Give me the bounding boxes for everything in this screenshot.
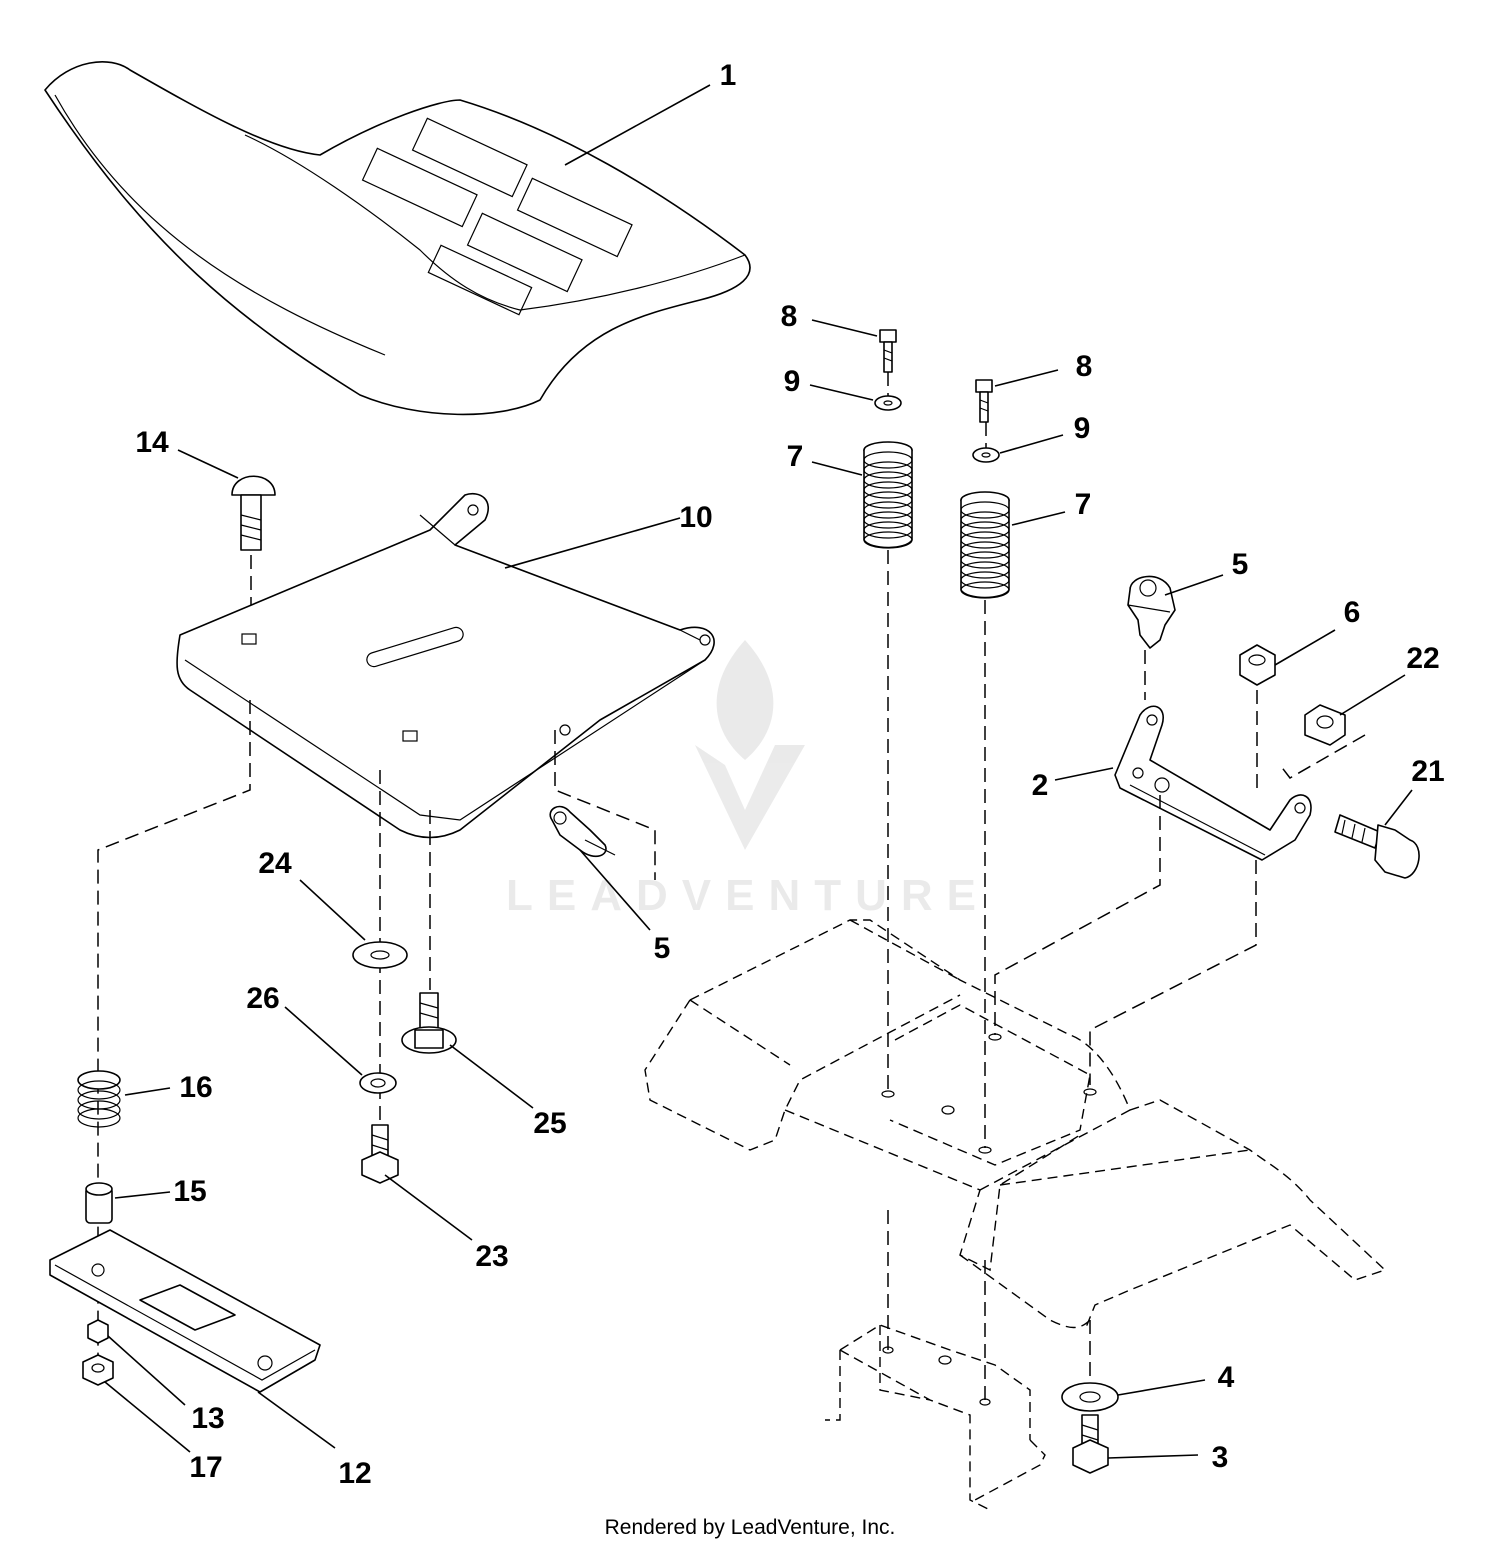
- shoulder-bolt-part-21: [1334, 789, 1420, 879]
- washer-part-9-left: [809, 372, 902, 411]
- callout-26: 26: [246, 982, 279, 1015]
- clip-part-5-lower: [549, 805, 651, 931]
- bolt-part-8-right: [975, 369, 1059, 423]
- flat-washer-part-24: [299, 879, 408, 969]
- flange-nut-part-13: [87, 1319, 186, 1406]
- washer-part-4: [1061, 1320, 1206, 1412]
- callout-1: 1: [720, 59, 737, 92]
- callout-4: 4: [1218, 1361, 1235, 1394]
- callout-6: 6: [1344, 596, 1361, 629]
- callout-17: 17: [189, 1451, 222, 1484]
- hex-nut-part-17: [82, 1354, 191, 1453]
- washer-part-9-right: [972, 422, 1064, 463]
- callout-24: 24: [258, 847, 292, 880]
- callout-23: 23: [475, 1240, 508, 1273]
- hex-bolt-part-23: [361, 1124, 473, 1241]
- callout-5-lower: 5: [654, 932, 671, 965]
- callout-3: 3: [1212, 1441, 1229, 1474]
- carriage-bolt-part-14: [177, 449, 276, 635]
- seat-part-1: [44, 61, 751, 416]
- callout-13: 13: [191, 1402, 224, 1435]
- watermark-flame-icon: [695, 640, 805, 850]
- fender-frame-phantom: [644, 919, 1387, 1511]
- callout-10: 10: [679, 501, 712, 534]
- footer-credit: Rendered by LeadVenture, Inc.: [604, 1516, 896, 1539]
- callout-25: 25: [533, 1107, 566, 1140]
- spring-part-16: [77, 1070, 171, 1128]
- bolt-part-8-left: [811, 319, 897, 373]
- lock-washer-part-26: [284, 1006, 397, 1094]
- seat-pan-part-10: [176, 493, 715, 839]
- clip-part-5-upper: [1127, 574, 1224, 700]
- callout-8-right: 8: [1076, 350, 1093, 383]
- callout-5-upper: 5: [1232, 548, 1249, 581]
- callout-2: 2: [1032, 769, 1049, 802]
- callout-9-left: 9: [784, 365, 801, 398]
- callout-7-left: 7: [787, 440, 804, 473]
- watermark-text: LEADVENTURE: [506, 871, 990, 920]
- nut-part-22: [1279, 674, 1406, 779]
- callout-16: 16: [179, 1071, 212, 1104]
- callout-14: 14: [135, 426, 169, 459]
- assembly-line-left: [97, 700, 656, 1370]
- callout-21: 21: [1411, 755, 1444, 788]
- callout-22: 22: [1406, 642, 1439, 675]
- callout-8-left: 8: [781, 300, 798, 333]
- callout-7-right: 7: [1075, 488, 1092, 521]
- flange-bolt-part-25: [401, 992, 534, 1109]
- lock-nut-part-6: [1239, 629, 1336, 790]
- hex-bolt-part-3: [1072, 1414, 1199, 1474]
- spring-part-7-left: [811, 441, 913, 1090]
- bracket-part-12: [49, 1229, 336, 1449]
- spring-part-7-right: [960, 491, 1066, 1148]
- callout-9-right: 9: [1074, 412, 1091, 445]
- spacer-part-15: [85, 1182, 171, 1224]
- callout-15: 15: [173, 1175, 206, 1208]
- callout-12: 12: [338, 1457, 371, 1490]
- bracket-part-2: [994, 705, 1312, 1085]
